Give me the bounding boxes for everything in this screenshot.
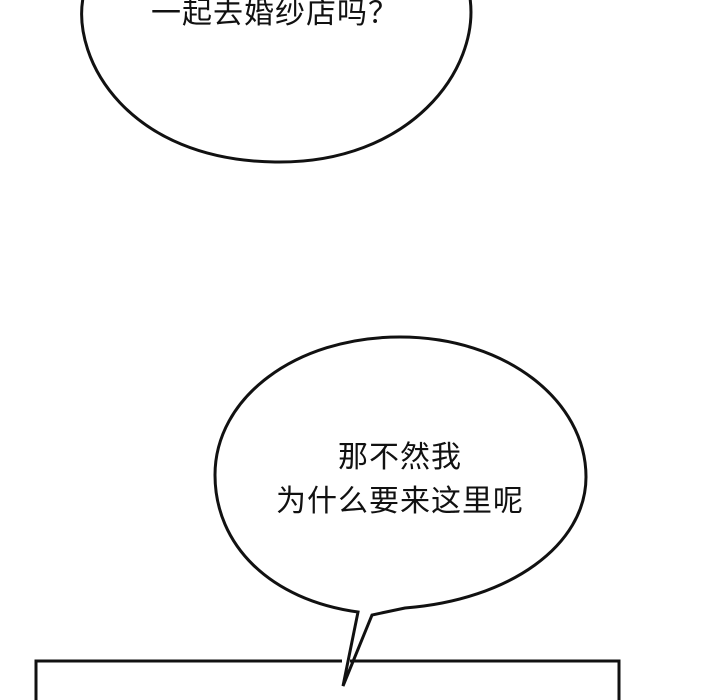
bottom-bubble-line-2: 为什么要来这里呢 xyxy=(276,484,524,519)
top-speech-bubble xyxy=(80,0,473,164)
bottom-speech-bubble xyxy=(213,335,588,687)
top-bubble-line: 一起去婚纱店吗？ xyxy=(151,0,399,31)
bottom-bubble-text: 那不然我 为什么要来这里呢 xyxy=(215,436,585,524)
next-panel-frame xyxy=(34,659,621,700)
top-bubble-text: 一起去婚纱店吗？ xyxy=(78,0,472,36)
bottom-bubble-line-1: 那不然我 xyxy=(338,440,462,475)
